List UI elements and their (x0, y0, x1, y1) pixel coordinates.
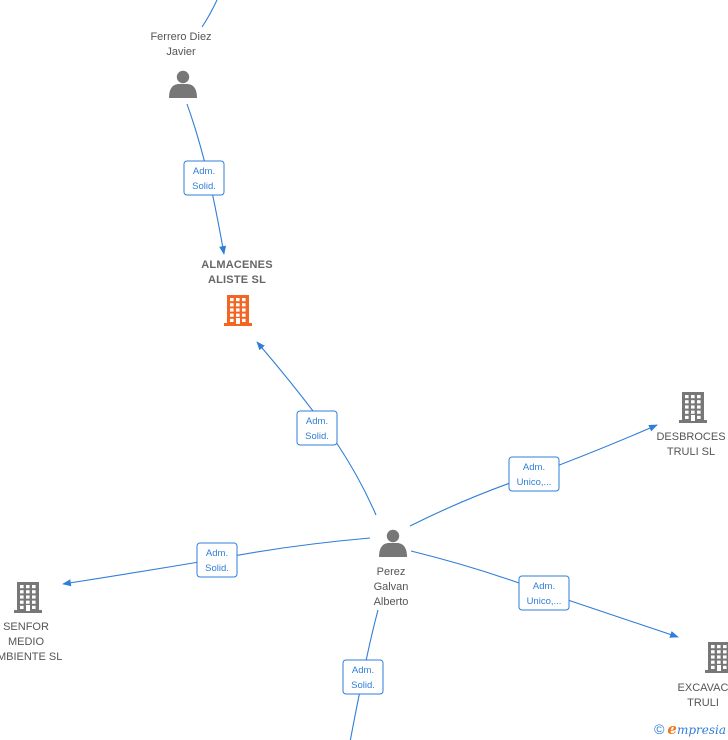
edge-perez-offscreen-bottom: Adm. Solid. (342, 609, 384, 740)
building-icon[interactable] (14, 582, 42, 613)
building-icon[interactable] (705, 642, 728, 673)
edge-label[interactable]: Adm. Solid. (183, 160, 225, 196)
edge-label[interactable]: Adm. Solid. (342, 659, 384, 695)
edge-label-text: Adm. (206, 548, 228, 559)
edge-perez-excavac: Adm. Unico,... (410, 550, 679, 638)
edges-layer: Adm. Solid. Adm. Solid. Adm. Unico,... Adm. Sol… (62, 0, 679, 740)
node-senfor[interactable]: SENFOR MEDIO AMBIENTE SL (0, 582, 62, 663)
edge-line (201, 0, 218, 28)
node-label: TRULI (687, 697, 719, 709)
node-label: ALMACENES (201, 259, 272, 271)
node-label: SENFOR (3, 621, 49, 633)
node-desbroces[interactable]: DESBROCES TRULI SL (656, 392, 726, 458)
node-excavac[interactable]: EXCAVAC TRULI (678, 642, 728, 709)
node-label: EXCAVAC (678, 682, 728, 694)
edge-label-text: Adm. (193, 166, 215, 177)
empresia-logo[interactable]: empresia (667, 720, 726, 738)
node-label: Javier (166, 46, 196, 58)
node-label: Ferrero Diez (150, 31, 211, 43)
edge-label-box (296, 410, 338, 446)
building-icon[interactable] (224, 295, 252, 326)
edge-label-text: Adm. (533, 581, 555, 592)
edge-label-text: Solid. (205, 563, 229, 574)
footer-credit: © empresia (654, 720, 726, 738)
edge-ferrero-almacenes: Adm. Solid. (183, 103, 227, 255)
node-label: AMBIENTE SL (0, 651, 62, 663)
building-icon[interactable] (679, 392, 707, 423)
copyright-symbol: © (654, 721, 665, 737)
node-label: Perez (377, 566, 406, 578)
edge-label-text: Adm. (352, 665, 374, 676)
edge-label-text: Unico,... (527, 596, 562, 607)
edge-label-text: Adm. (523, 462, 545, 473)
edge-label-box (196, 542, 238, 578)
node-label: Galvan (374, 581, 409, 593)
node-label: TRULI SL (667, 446, 715, 458)
edge-label-text: Solid. (305, 431, 329, 442)
edge-label-text: Unico,... (517, 477, 552, 488)
node-almacenes[interactable]: ALMACENES ALISTE SL (201, 259, 273, 326)
node-label: DESBROCES (656, 431, 725, 443)
node-label: ALISTE SL (208, 274, 266, 286)
node-label: MEDIO (8, 636, 45, 648)
edge-label-box (342, 659, 384, 695)
edge-perez-almacenes: Adm. Solid. (256, 341, 377, 516)
node-label: Alberto (374, 596, 409, 608)
edge-label[interactable]: Adm. Unico,... (508, 456, 560, 492)
edge-label-text: Solid. (351, 680, 375, 691)
edge-label-box (183, 160, 225, 196)
edge-label-text: Adm. (306, 416, 328, 427)
edge-label-box (508, 456, 560, 492)
edge-perez-senfor: Adm. Solid. (62, 537, 371, 587)
edge-label-box (518, 575, 570, 611)
person-icon[interactable] (169, 70, 197, 98)
person-icon[interactable] (379, 529, 407, 557)
edge-perez-desbroces: Adm. Unico,... (409, 424, 658, 527)
edge-label[interactable]: Adm. Solid. (296, 410, 338, 446)
edge-label[interactable]: Adm. Unico,... (518, 575, 570, 611)
edge-label[interactable]: Adm. Solid. (196, 542, 238, 578)
edge-label-text: Solid. (192, 181, 216, 192)
